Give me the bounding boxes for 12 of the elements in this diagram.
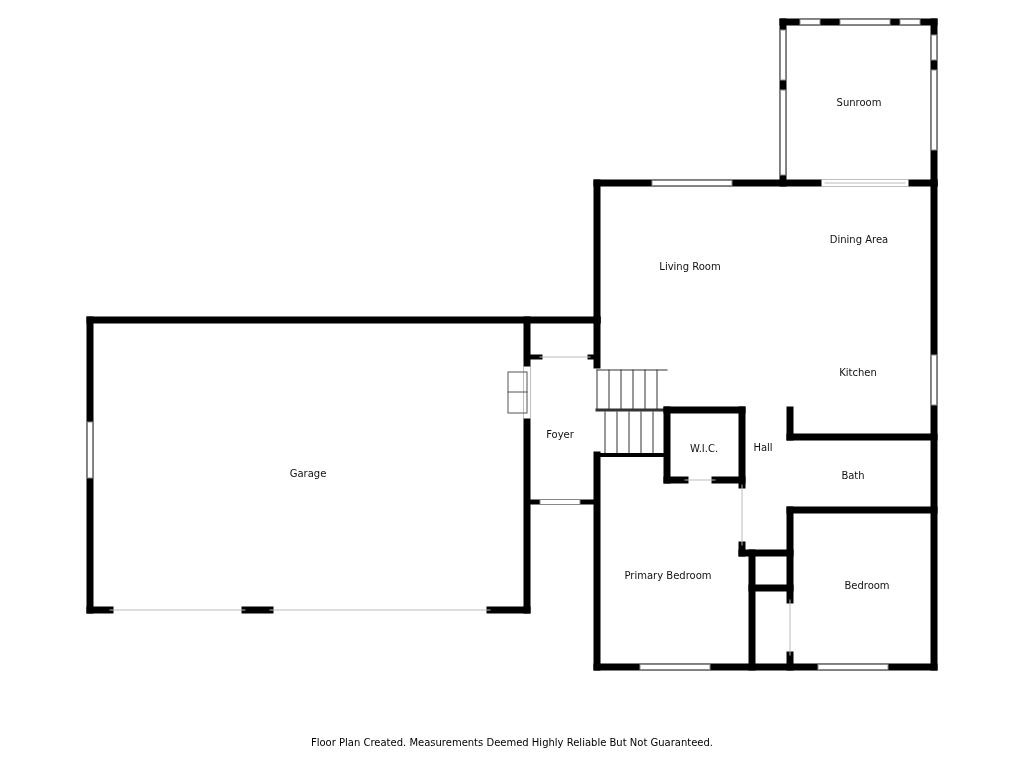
room-label: Bedroom (844, 579, 890, 591)
room-label: Living Room (659, 260, 721, 272)
room-label: W.I.C. (689, 442, 719, 454)
room-label: Garage (289, 467, 327, 479)
room-label: Hall (753, 441, 773, 453)
room-label: Dining Area (829, 233, 889, 245)
caption: Floor Plan Created. Measurements Deemed Highly Reliable But Not Guaranteed. (310, 736, 714, 748)
room-label: Bath (841, 469, 865, 481)
room-label: Sunroom (836, 96, 882, 108)
room-label: Primary Bedroom (624, 569, 712, 581)
room-label: Foyer (546, 428, 574, 440)
room-label: Kitchen (839, 366, 877, 378)
